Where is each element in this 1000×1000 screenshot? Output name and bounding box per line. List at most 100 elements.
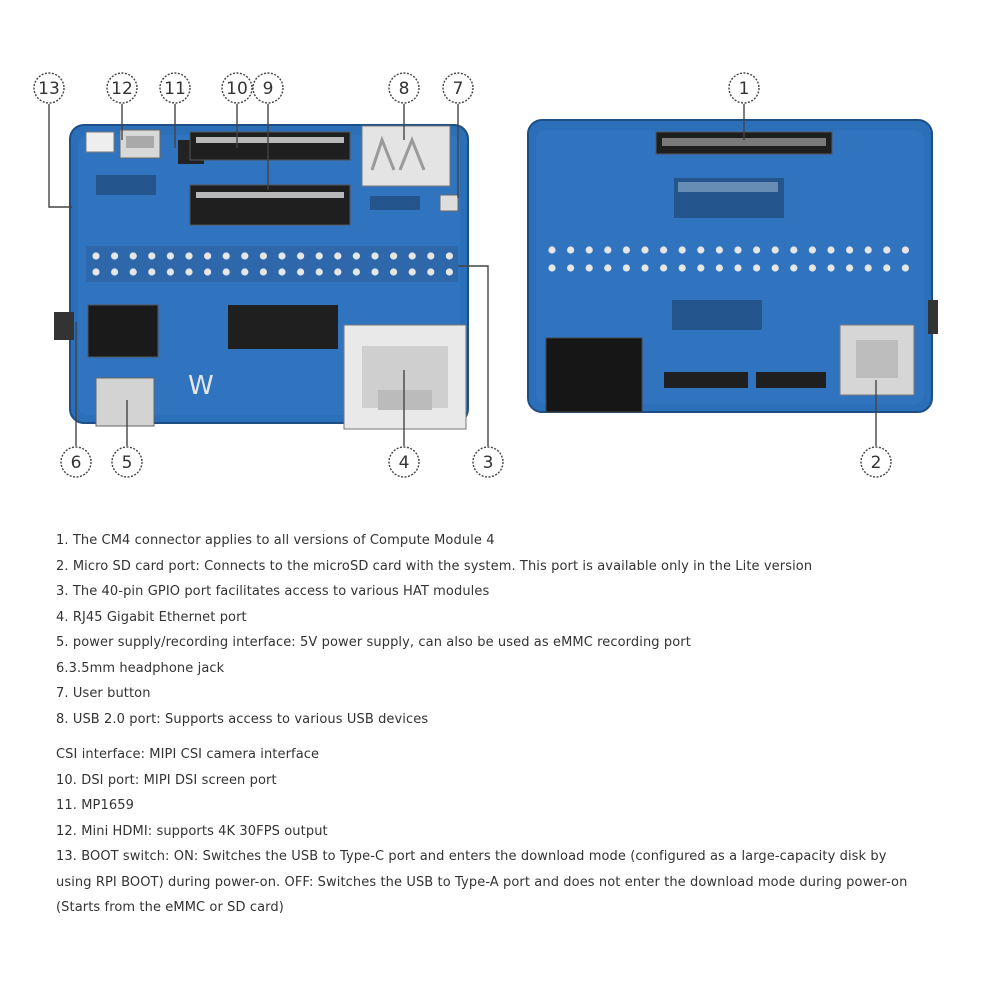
gpio-pin [660, 264, 668, 272]
gpio-pin [241, 268, 249, 276]
svg-text:1: 1 [739, 79, 750, 99]
note-item: 4. RJ45 Gigabit Ethernet port [56, 609, 247, 625]
gpio-pin [92, 268, 100, 276]
gpio-pin [352, 268, 360, 276]
svg-text:4: 4 [399, 453, 410, 473]
gpio-pin [846, 264, 854, 272]
gpio-pin [166, 268, 174, 276]
note-item: 11. MP1659 [56, 798, 134, 813]
callout-2: 2 [860, 446, 892, 478]
gpio-pin [734, 264, 742, 272]
gpio-pin [371, 268, 379, 276]
gpio-pin [334, 252, 342, 260]
gpio-pin [660, 246, 668, 254]
gpio-pin [883, 246, 891, 254]
bottom-jack-housing [545, 337, 643, 413]
callout-6: 6 [60, 446, 92, 478]
gpio-pin [408, 252, 416, 260]
gpio-pin [204, 252, 212, 260]
user-button [439, 194, 459, 212]
gpio-pin [808, 246, 817, 254]
svg-text:5: 5 [122, 453, 133, 473]
gpio-pin [408, 268, 416, 276]
note-item: 10. DSI port: MIPI DSI screen port [56, 772, 277, 788]
gpio-pin [278, 268, 286, 276]
svg-text:13: 13 [38, 79, 60, 99]
callout-leader-lines [48, 104, 877, 446]
gpio-pin [148, 268, 156, 276]
note-item: 6.3.5mm headphone jack [56, 660, 225, 676]
gpio-pin [204, 268, 212, 276]
gpio-pin [259, 252, 267, 260]
gpio-pin [901, 264, 910, 272]
gpio-pin [390, 252, 398, 260]
note-item: 7. User button [56, 686, 151, 701]
gpio-pin [315, 252, 323, 260]
svg-text:3: 3 [483, 453, 494, 473]
note-item: 12. Mini HDMI: supports 4K 30FPS output [56, 823, 328, 839]
gpio-pin [445, 268, 453, 276]
board-bottom-view [527, 119, 938, 413]
callout-1: 1 [728, 72, 760, 104]
svg-text:7: 7 [453, 79, 464, 99]
gpio-pin [753, 246, 761, 254]
gpio-pin [753, 264, 761, 272]
gpio-pin [129, 252, 137, 260]
gpio-pin [678, 264, 686, 272]
note-item: 2. Micro SD card port: Connects to the m… [56, 558, 813, 574]
gpio-pin [901, 246, 910, 254]
note-item: 5. power supply/recording interface: 5V … [56, 635, 691, 650]
callout-7: 7 [442, 72, 474, 104]
gpio-pin [92, 252, 100, 260]
gpio-pin [697, 246, 705, 254]
callout-11: 11 [159, 72, 191, 104]
gpio-pin [548, 264, 556, 272]
gpio-pin [352, 252, 360, 260]
callout-10: 10 [221, 72, 253, 104]
gpio-pin [390, 268, 398, 276]
boot-switch [85, 131, 115, 153]
note-item: 1. The CM4 connector applies to all vers… [56, 533, 495, 548]
gpio-pin [641, 246, 649, 254]
gpio-pin [259, 268, 267, 276]
gpio-pin [111, 268, 119, 276]
gpio-pin [604, 246, 612, 254]
gpio-pin [567, 246, 575, 254]
gpio-pin [604, 264, 612, 272]
gpio-pin [697, 264, 705, 272]
svg-text:9: 9 [263, 79, 274, 99]
gpio-pin [883, 264, 891, 272]
board-top-view: W [54, 124, 469, 430]
gpio-pin [734, 246, 742, 254]
gpio-pin [864, 246, 872, 254]
callouts: 13 12 11 10 9 8 7 1 6 5 4 3 2 [33, 72, 892, 478]
gpio-pin [222, 268, 230, 276]
svg-text:2: 2 [871, 453, 882, 473]
svg-text:12: 12 [111, 79, 133, 99]
gpio-pin [222, 252, 230, 260]
note-item: 8. USB 2.0 port: Supports access to vari… [56, 711, 429, 727]
gpio-pin [790, 264, 798, 272]
callout-12: 12 [106, 72, 138, 104]
callout-3: 3 [472, 446, 504, 478]
gpio-pin [864, 264, 872, 272]
callout-5: 5 [111, 446, 143, 478]
gpio-pin [678, 246, 686, 254]
gpio-header-40-pin [86, 246, 458, 282]
gpio-pin [622, 264, 631, 272]
csi-connector [189, 184, 351, 226]
gpio-pin [622, 246, 631, 254]
gpio-pin [241, 252, 249, 260]
gpio-pin [445, 252, 453, 260]
gpio-pin [111, 252, 119, 260]
gpio-pin [585, 246, 593, 254]
svg-text:10: 10 [226, 79, 248, 99]
callout-4: 4 [388, 446, 420, 478]
gpio-pin [166, 252, 174, 260]
note-item: CSI interface: MIPI CSI camera interface [56, 747, 320, 762]
dsi-connector [189, 131, 351, 161]
gpio-pin [297, 252, 305, 260]
type-c-port [95, 377, 155, 427]
component-notes: 1. The CM4 connector applies to all vers… [56, 528, 986, 921]
board-logo: W [188, 371, 214, 401]
